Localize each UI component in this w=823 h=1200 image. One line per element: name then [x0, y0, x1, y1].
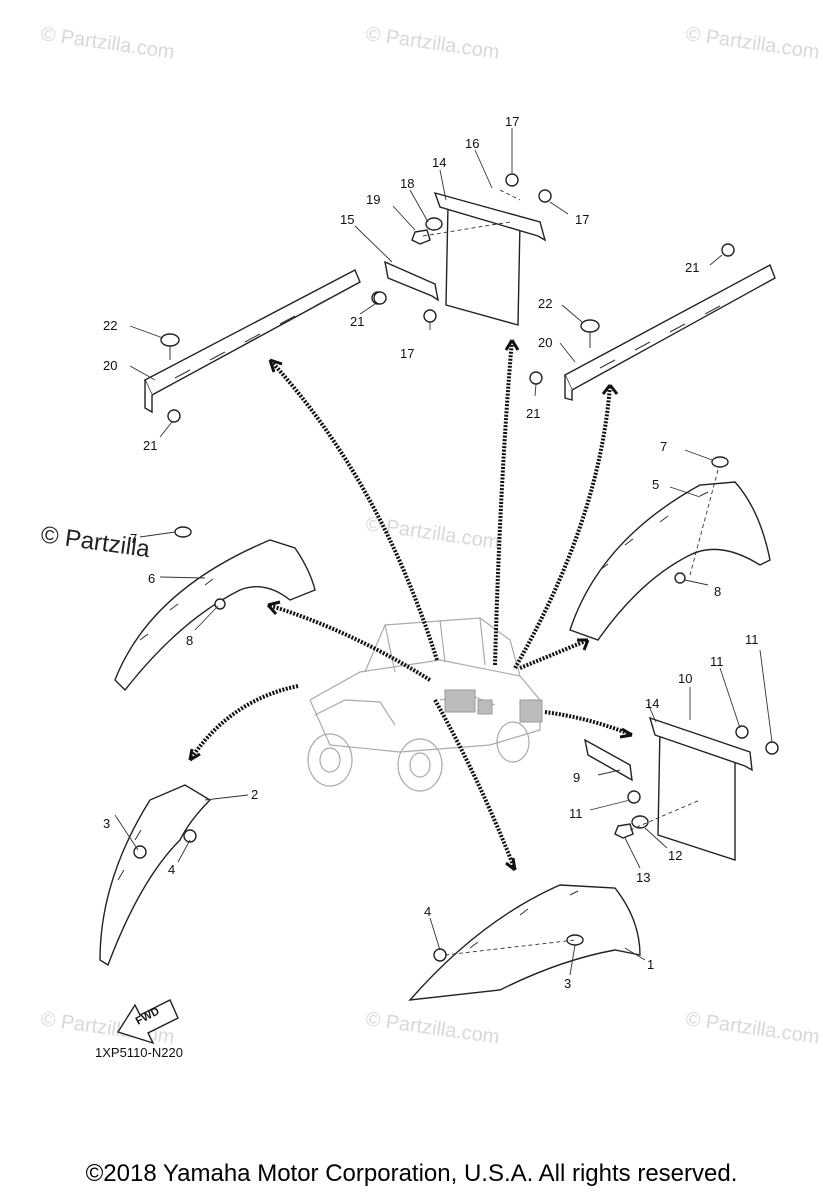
callout-14: 14 — [645, 696, 659, 711]
callout-1: 1 — [647, 957, 654, 972]
fender-front-left — [99, 784, 212, 967]
callout-11: 11 — [569, 806, 583, 821]
callout-7: 7 — [130, 531, 137, 546]
callout-19: 19 — [366, 192, 380, 207]
callout-14: 14 — [432, 155, 446, 170]
mud-flap-front-right — [584, 716, 779, 861]
callout-10: 10 — [678, 671, 692, 686]
callout-21: 21 — [350, 314, 364, 329]
watermark-text: © Partzilla.com — [364, 1008, 501, 1049]
callout-17: 17 — [400, 346, 414, 361]
callout-3: 3 — [103, 816, 110, 831]
callout-5: 5 — [652, 477, 659, 492]
callout-3: 3 — [564, 976, 571, 991]
diagram-code: 1XP5110-N220 — [95, 1045, 183, 1060]
side-rail-right — [529, 243, 776, 401]
callout-20: 20 — [538, 335, 552, 350]
direction-arrows — [188, 339, 633, 872]
callout-2: 2 — [251, 787, 258, 802]
watermark-text: © Partzilla.com — [684, 1008, 821, 1049]
watermark-text: © Partzilla.com — [39, 23, 176, 64]
leader-lines — [114, 128, 773, 976]
callout-13: 13 — [636, 870, 650, 885]
callout-7: 7 — [660, 439, 667, 454]
callout-17: 17 — [505, 114, 519, 129]
fender-rear-right — [569, 456, 771, 641]
callout-22: 22 — [103, 318, 117, 333]
callout-21: 21 — [143, 438, 157, 453]
callout-4: 4 — [424, 904, 431, 919]
callout-6: 6 — [148, 571, 155, 586]
callout-21: 21 — [685, 260, 699, 275]
callout-11: 11 — [745, 632, 759, 647]
callout-8: 8 — [186, 633, 193, 648]
callout-9: 9 — [573, 770, 580, 785]
fender-front-right — [408, 884, 641, 1001]
callout-21: 21 — [526, 406, 540, 421]
callout-11: 11 — [710, 654, 724, 669]
side-rail-left — [144, 269, 387, 423]
callout-17: 17 — [575, 212, 589, 227]
mud-flap-rear-top — [371, 173, 552, 326]
watermark-text: © Partzilla.com — [684, 23, 821, 64]
callout-16: 16 — [465, 136, 479, 151]
callout-18: 18 — [400, 176, 414, 191]
callout-12: 12 — [668, 848, 682, 863]
vehicle-outline — [307, 617, 543, 792]
callout-8: 8 — [714, 584, 721, 599]
callout-20: 20 — [103, 358, 117, 373]
copyright-footer: ©2018 Yamaha Motor Corporation, U.S.A. A… — [85, 1160, 738, 1187]
watermark-text: © Partzilla.com — [364, 23, 501, 64]
callouts: 17 16 14 18 19 17 15 17 21 22 20 21 21 2… — [103, 114, 759, 991]
callout-15: 15 — [340, 212, 354, 227]
callout-22: 22 — [538, 296, 552, 311]
callout-4: 4 — [168, 862, 175, 877]
